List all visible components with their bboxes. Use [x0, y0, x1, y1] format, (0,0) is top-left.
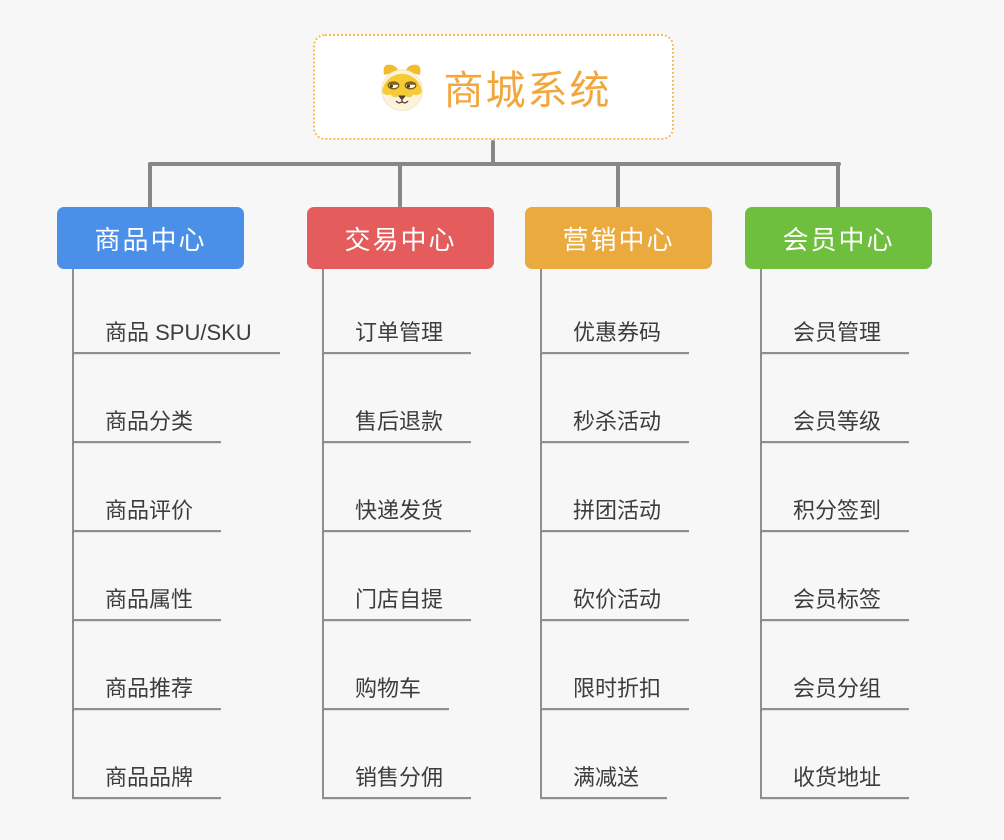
- connector-horizontal-line: [148, 162, 841, 166]
- child-node[interactable]: 积分签到: [760, 494, 910, 532]
- child-node[interactable]: 限时折扣: [540, 672, 690, 710]
- child-node[interactable]: 会员管理: [760, 316, 910, 354]
- child-node[interactable]: 购物车: [322, 672, 450, 710]
- branch-3: 营销中心 优惠券码秒杀活动拼团活动砍价活动限时折扣满减送: [525, 162, 712, 799]
- branch-4: 会员中心 会员管理会员等级积分签到会员标签会员分组收货地址: [745, 162, 932, 799]
- child-node[interactable]: 商品 SPU/SKU: [72, 316, 280, 354]
- branch-box[interactable]: 营销中心: [525, 207, 712, 269]
- shiba-dog-icon: [380, 64, 423, 111]
- child-node[interactable]: 拼团活动: [540, 494, 690, 532]
- branch-trunk-line: [540, 269, 542, 799]
- root-node[interactable]: 商城系统: [313, 34, 674, 140]
- child-node[interactable]: 秒杀活动: [540, 405, 690, 443]
- branch-trunk-line: [760, 269, 762, 799]
- branch-drop-line: [836, 162, 840, 208]
- branch-box[interactable]: 交易中心: [307, 207, 494, 269]
- child-node[interactable]: 快递发货: [322, 494, 472, 532]
- child-node[interactable]: 会员分组: [760, 672, 910, 710]
- child-node[interactable]: 商品评价: [72, 494, 222, 532]
- child-node[interactable]: 商品分类: [72, 405, 222, 443]
- child-node[interactable]: 门店自提: [322, 583, 472, 621]
- branch-drop-line: [616, 162, 620, 208]
- child-node[interactable]: 会员标签: [760, 583, 910, 621]
- root-title: 商城系统: [443, 69, 612, 113]
- branch-trunk-line: [322, 269, 324, 799]
- child-node[interactable]: 商品属性: [72, 583, 222, 621]
- child-node[interactable]: 销售分佣: [322, 761, 472, 799]
- branch-box[interactable]: 商品中心: [57, 207, 244, 269]
- child-node[interactable]: 满减送: [540, 761, 668, 799]
- child-node[interactable]: 商品品牌: [72, 761, 222, 799]
- branch-box[interactable]: 会员中心: [745, 207, 932, 269]
- child-node[interactable]: 订单管理: [322, 316, 472, 354]
- connector-stem-line: [491, 140, 495, 164]
- branch-trunk-line: [72, 269, 74, 799]
- child-node[interactable]: 商品推荐: [72, 672, 222, 710]
- branch-2: 交易中心 订单管理售后退款快递发货门店自提购物车销售分佣: [307, 162, 494, 799]
- child-node[interactable]: 售后退款: [322, 405, 472, 443]
- child-node[interactable]: 收货地址: [760, 761, 910, 799]
- child-node[interactable]: 优惠券码: [540, 316, 690, 354]
- child-node[interactable]: 砍价活动: [540, 583, 690, 621]
- branch-drop-line: [148, 162, 152, 208]
- branch-drop-line: [398, 162, 402, 208]
- branch-1: 商品中心 商品 SPU/SKU 商品分类商品评价商品属性商品推荐商品品牌: [57, 162, 280, 799]
- child-node[interactable]: 会员等级: [760, 405, 910, 443]
